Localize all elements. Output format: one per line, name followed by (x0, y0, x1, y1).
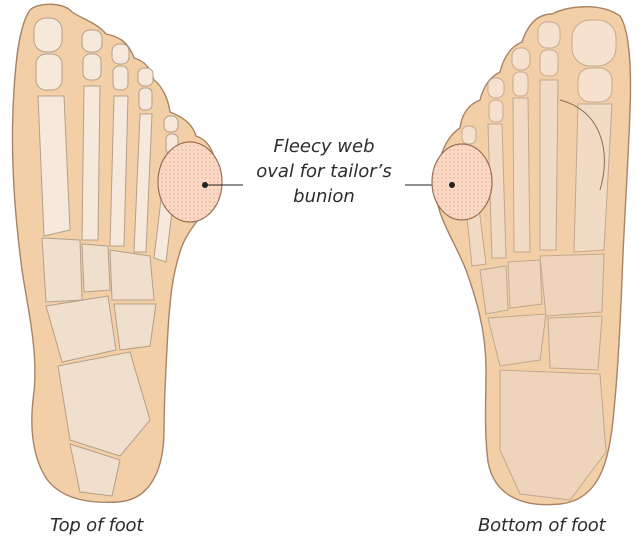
top-of-foot-caption: Top of foot (50, 515, 143, 536)
pad-callout-label: Fleecy web oval for tailor’s bunion (246, 134, 402, 209)
callout-line-2: oval for tailor’s (246, 159, 402, 184)
callout-line-3: bunion (246, 184, 402, 209)
callout-line-1: Fleecy web (246, 134, 402, 159)
pad-anchor-dot-right (449, 182, 455, 188)
bottom-of-foot-caption: Bottom of foot (478, 515, 605, 536)
bottom-of-foot-illustration (432, 7, 631, 505)
top-of-foot-illustration (12, 4, 222, 502)
